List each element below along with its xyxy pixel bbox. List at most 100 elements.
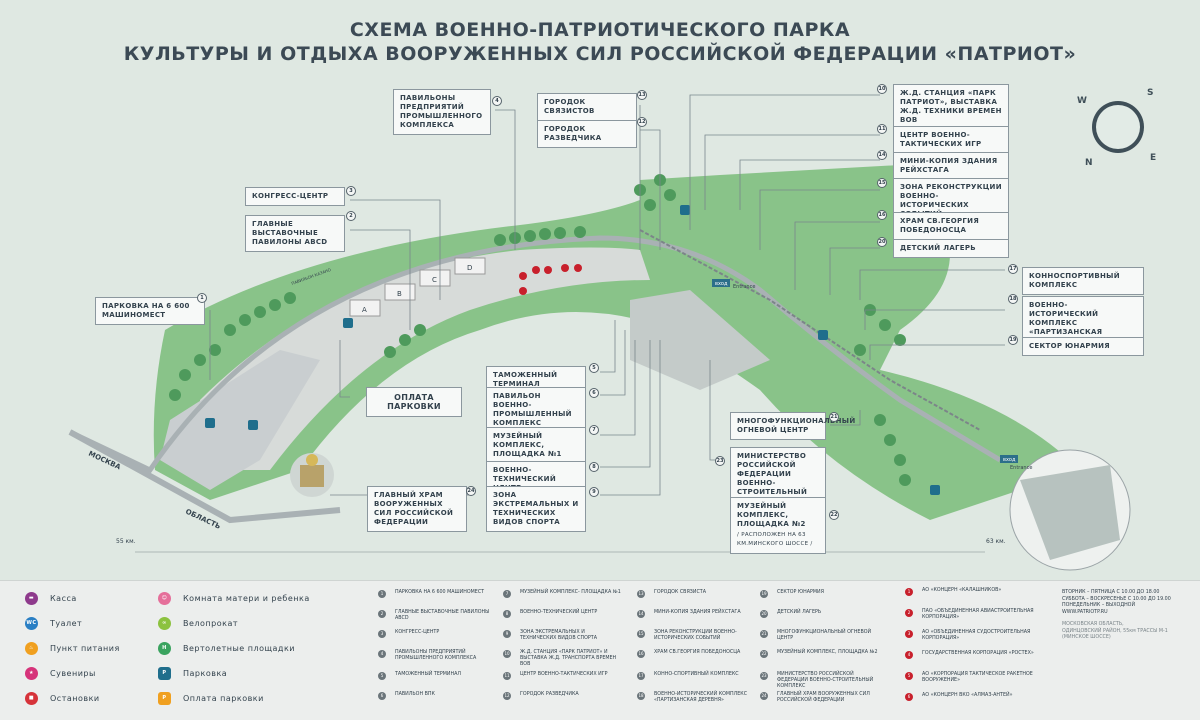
- num-6: 6: [589, 388, 599, 398]
- callout-signal-town[interactable]: ГОРОДОК СВЯЗИСТОВ: [537, 93, 637, 121]
- callout-museum-2-note: / РАСПОЛОЖЕН НА 63 КМ.МИНСКОГО ШОССЕ /: [737, 532, 813, 547]
- callout-scout-town[interactable]: ГОРОДОК РАЗВЕДЧИКА: [537, 120, 637, 148]
- index-label: ДЕТСКИЙ ЛАГЕРЬ: [777, 610, 822, 615]
- callout-congress-center[interactable]: КОНГРЕСС-ЦЕНТР: [245, 187, 345, 206]
- org-number: 3: [905, 630, 913, 638]
- callout-fire-center[interactable]: МНОГОФУНКЦИОНАЛЬНЫЙ ОГНЕВОЙ ЦЕНТР: [730, 412, 855, 440]
- address-line-3: (МИНСКОЕ ШОССЕ): [1062, 635, 1111, 640]
- railway: [639, 229, 981, 431]
- index-label: СЕКТОР ЮНАРМИЯ: [777, 590, 824, 595]
- index-number: 7: [503, 590, 511, 598]
- index-number: 12: [503, 692, 511, 700]
- index-number: 23: [760, 672, 768, 680]
- parking-icons[interactable]: [205, 205, 940, 495]
- num-14: 14: [877, 150, 887, 160]
- callout-extreme-sports[interactable]: ЗОНА ЭКСТРЕМАЛЬНЫХ И ТЕХНИЧЕСКИХ ВИДОВ С…: [486, 486, 586, 532]
- legend-parking-pay: P Оплата парковки: [158, 692, 264, 705]
- index-number: 22: [760, 650, 768, 658]
- callout-parking-payment[interactable]: ОПЛАТА ПАРКОВКИ: [366, 387, 462, 417]
- tree-clusters: [169, 174, 911, 486]
- callout-children-camp[interactable]: ДЕТСКИЙ ЛАГЕРЬ: [893, 239, 1009, 258]
- callout-museum-1[interactable]: МУЗЕЙНЫЙ КОМПЛЕКС, ПЛОЩАДКА №1: [486, 427, 586, 464]
- main-temple-icon[interactable]: [290, 453, 334, 497]
- compass-n: N: [1085, 158, 1093, 168]
- parking-pay-icon: P: [158, 692, 171, 705]
- num-2: 2: [346, 211, 356, 221]
- compass-icon: [1092, 101, 1144, 153]
- website-link[interactable]: WWW.PATRIOTP.RU: [1062, 609, 1108, 615]
- callout-railway-station[interactable]: Ж.Д. СТАНЦИЯ «ПАРК ПАТРИОТ», ВЫСТАВКА Ж.…: [893, 84, 1009, 130]
- legend-bike-label: Велопрокат: [183, 619, 239, 628]
- entrance-1-flag: [712, 279, 730, 287]
- index-label: КОНГРЕСС-ЦЕНТР: [395, 630, 440, 635]
- callout-yunarmia[interactable]: СЕКТОР ЮНАРМИЯ: [1022, 337, 1144, 356]
- title-line-1: СХЕМА ВОЕННО-ПАТРИОТИЧЕСКОГО ПАРКА: [349, 19, 851, 41]
- callout-pavilions-abcd[interactable]: ГЛАВНЫЕ ВЫСТАВОЧНЫЕ ПАВИЛОНЫ ABCD: [245, 215, 345, 252]
- index-label: МИНИСТЕРСТВО РОССИЙСКОЙ ФЕДЕРАЦИИ ВОЕННО…: [777, 672, 874, 689]
- callout-industrial-pavilions[interactable]: ПАВИЛЬОНЫ ПРЕДПРИЯТИЙ ПРОМЫШЛЕННОГО КОМП…: [393, 89, 491, 135]
- callout-tactical-games[interactable]: ЦЕНТР ВОЕННО-ТАКТИЧЕСКИХ ИГР: [893, 126, 1009, 154]
- legend-parking-pay-label: Оплата парковки: [183, 694, 264, 703]
- legend-food: ♨Пункт питания: [25, 642, 120, 655]
- pavilion-c-label: C: [432, 276, 437, 284]
- right-complex: [630, 290, 770, 390]
- index-item-23[interactable]: 23 МИНИСТЕРСТВО РОССИЙСКОЙ ФЕДЕРАЦИИ ВОЕН…: [760, 672, 878, 690]
- callout-main-temple[interactable]: ГЛАВНЫЙ ХРАМ ВООРУЖЕННЫХ СИЛ РОССИЙСКОЙ …: [367, 486, 467, 532]
- index-label: ВОЕННО-ТЕХНИЧЕСКИЙ ЦЕНТР: [520, 610, 598, 615]
- org-label: АО «КОНЦЕРН ВКО «АЛМАЗ-АНТЕЙ»: [922, 693, 1013, 698]
- wc-icon: WC: [25, 617, 38, 630]
- callout-equestrian[interactable]: КОННОСПОРТИВНЫЙ КОМПЛЕКС: [1022, 267, 1144, 295]
- index-number: 14: [637, 610, 645, 618]
- callout-museum-2[interactable]: МУЗЕЙНЫЙ КОМПЛЕКС, ПЛОЩАДКА №2 / РАСПОЛО…: [730, 497, 826, 554]
- opening-hours: ВТОРНИК – ПЯТНИЦА С 10.00 ДО 18.00 СУББО…: [1062, 590, 1192, 642]
- park-map[interactable]: A B C D N S E W МОСКВА ОБЛАСТЬ ПАВИЛЬОН …: [0, 0, 1200, 580]
- callout-reichstag[interactable]: МИНИ-КОПИЯ ЗДАНИЯ РЕЙХСТАГА: [893, 152, 1009, 180]
- index-label: ХРАМ СВ.ГЕОРГИЯ ПОБЕДОНОСЦА: [654, 650, 741, 655]
- pavilions-abcd[interactable]: [349, 257, 486, 317]
- num-12: 12: [637, 117, 647, 127]
- pavilion-a-label: A: [362, 306, 367, 314]
- org-number: 2: [905, 609, 913, 617]
- index-label: ЗОНА РЕКОНСТРУКЦИИ ВОЕННО-ИСТОРИЧЕСКИХ С…: [654, 630, 737, 641]
- org-markers[interactable]: [519, 264, 582, 295]
- callout-st-george-church[interactable]: ХРАМ СВ.ГЕОРГИЯ ПОБЕДОНОСЦА: [893, 212, 1009, 240]
- callout-parking-6600[interactable]: ПАРКОВКА НА 6 600 МАШИНОМЕСТ: [95, 297, 205, 325]
- callout-mic-pavilion[interactable]: ПАВИЛЬОН ВОЕННО-ПРОМЫШЛЕННЫЙ КОМПЛЕКС: [486, 387, 586, 433]
- num-11: 11: [877, 124, 887, 134]
- index-number: 10: [503, 650, 511, 658]
- legend-food-label: Пункт питания: [50, 644, 120, 653]
- org-number: 1: [905, 588, 913, 596]
- legend-ticket-label: Касса: [50, 594, 77, 603]
- address-line-1: МОСКОВСКАЯ ОБЛАСТЬ,: [1062, 622, 1124, 627]
